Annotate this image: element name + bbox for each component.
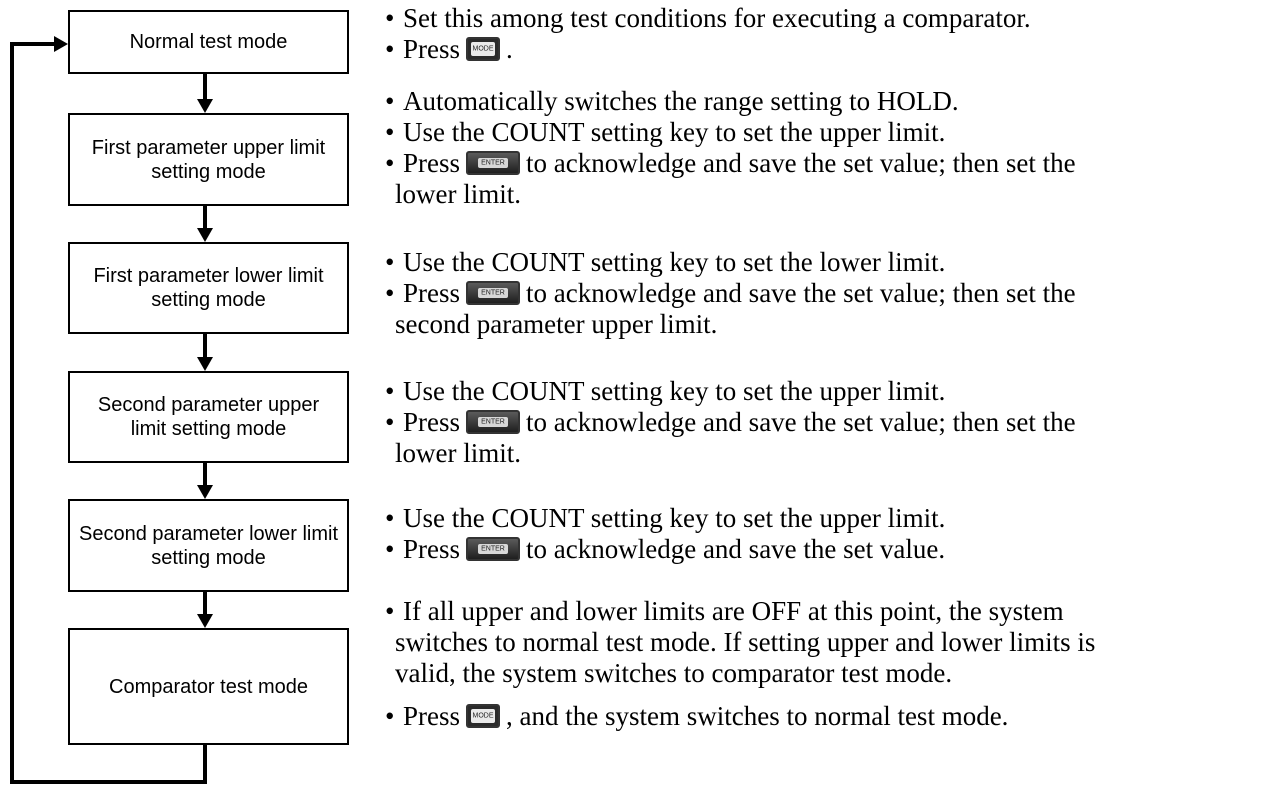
box-normal-test-mode: Normal test mode	[68, 10, 349, 74]
return-line-bottom	[10, 780, 207, 784]
desc-first-lower: •Use the COUNT setting key to set the lo…	[385, 247, 1076, 339]
desc-second-lower: •Use the COUNT setting key to set the up…	[385, 503, 946, 564]
return-arrowhead	[54, 36, 68, 52]
mode-key-icon: MODE	[466, 36, 501, 61]
desc-first-upper: •Automatically switches the range settin…	[385, 86, 1076, 209]
box-second-parameter-lower-limit: Second parameter lower limit setting mod…	[68, 499, 349, 592]
enter-key-icon: ENTER	[466, 280, 521, 305]
arrowhead-1	[197, 99, 213, 113]
arrow-shaft-1	[203, 74, 207, 100]
arrowhead-4	[197, 485, 213, 499]
arrow-shaft-3	[203, 334, 207, 358]
box-second-parameter-upper-limit: Second parameter upper limit setting mod…	[68, 371, 349, 463]
enter-key-icon: ENTER	[466, 409, 521, 434]
return-line-down	[203, 745, 207, 784]
mode-key-icon: MODE	[466, 703, 501, 728]
arrow-shaft-4	[203, 463, 207, 486]
box-comparator-test-mode: Comparator test mode	[68, 628, 349, 745]
desc-comparator: •If all upper and lower limits are OFF a…	[385, 596, 1096, 731]
return-line-left	[10, 42, 14, 784]
arrowhead-3	[197, 357, 213, 371]
desc-normal: •Set this among test conditions for exec…	[385, 3, 1031, 64]
enter-key-icon: ENTER	[466, 536, 521, 561]
arrowhead-2	[197, 228, 213, 242]
arrow-shaft-5	[203, 592, 207, 615]
box-first-parameter-lower-limit: First parameter lower limit setting mode	[68, 242, 349, 334]
arrowhead-5	[197, 614, 213, 628]
box-first-parameter-upper-limit: First parameter upper limit setting mode	[68, 113, 349, 206]
desc-second-upper: •Use the COUNT setting key to set the up…	[385, 376, 1076, 468]
arrow-shaft-2	[203, 206, 207, 229]
enter-key-icon: ENTER	[466, 150, 521, 175]
return-line-top	[10, 42, 56, 46]
